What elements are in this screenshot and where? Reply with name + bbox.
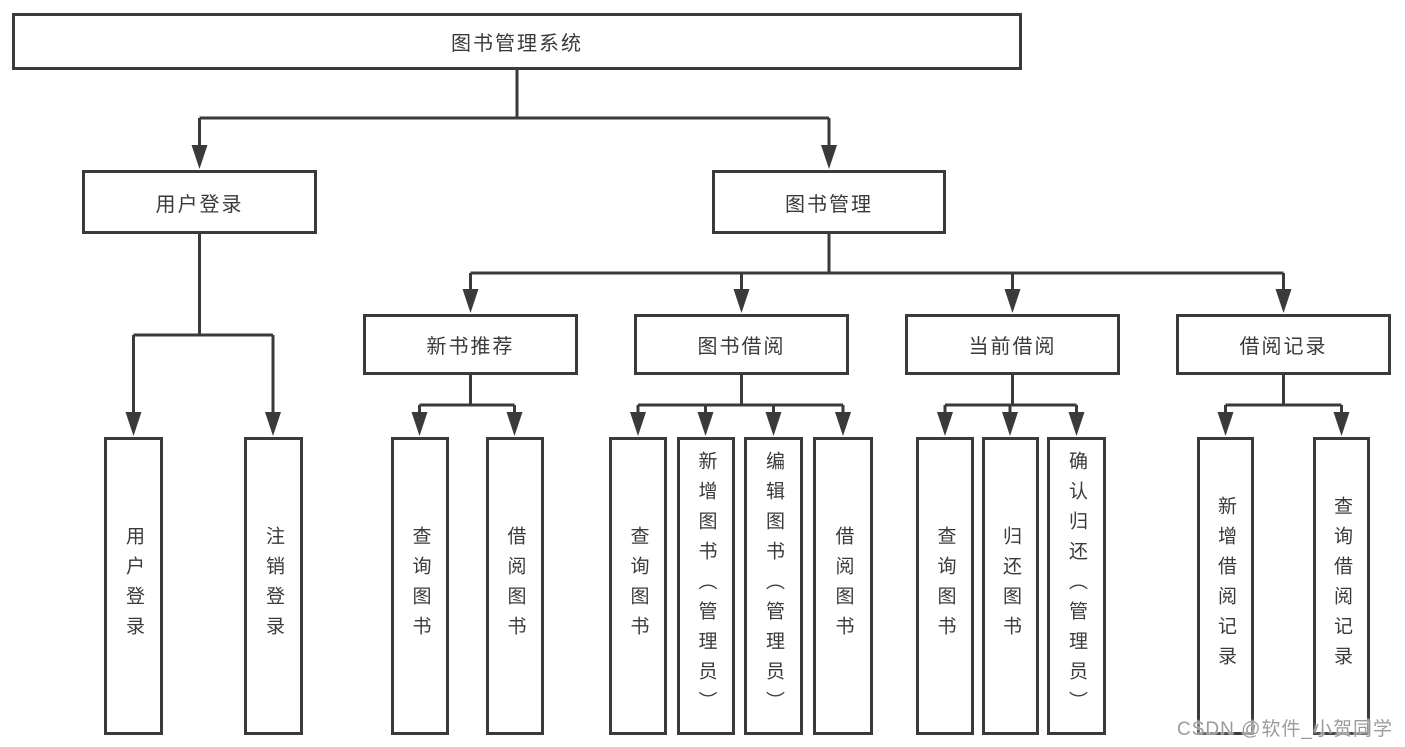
leaf-add-books-admin: 新增图书（管理员） xyxy=(677,437,735,735)
leaf-confirm-return-admin: 确认归还（管理员） xyxy=(1047,437,1106,735)
node-root-library-system: 图书管理系统 xyxy=(12,13,1022,70)
leaf-add-borrow-record: 新增借阅记录 xyxy=(1197,437,1254,735)
node-new-book-recommend: 新书推荐 xyxy=(363,314,578,375)
csdn-watermark: CSDN @软件_小贺同学 xyxy=(1177,719,1393,740)
leaf-query-borrow-record: 查询借阅记录 xyxy=(1313,437,1370,735)
tree-edges xyxy=(132,69,1343,426)
leaf-recommend-borrow-books: 借阅图书 xyxy=(486,437,544,735)
leaf-return-books: 归还图书 xyxy=(982,437,1039,735)
leaf-logout: 注销登录 xyxy=(244,437,303,735)
node-borrow-records: 借阅记录 xyxy=(1176,314,1391,375)
node-book-borrow: 图书借阅 xyxy=(634,314,849,375)
arrowheads xyxy=(125,145,1350,436)
leaf-recommend-query-books: 查询图书 xyxy=(391,437,449,735)
node-book-management: 图书管理 xyxy=(712,170,946,234)
leaf-edit-books-admin: 编辑图书（管理员） xyxy=(744,437,803,735)
leaf-borrow-books: 借阅图书 xyxy=(813,437,873,735)
node-user-login: 用户登录 xyxy=(82,170,317,234)
node-current-borrow: 当前借阅 xyxy=(905,314,1120,375)
leaf-current-query-books: 查询图书 xyxy=(916,437,974,735)
leaf-user-login: 用户登录 xyxy=(104,437,163,735)
leaf-borrow-query-books: 查询图书 xyxy=(609,437,667,735)
